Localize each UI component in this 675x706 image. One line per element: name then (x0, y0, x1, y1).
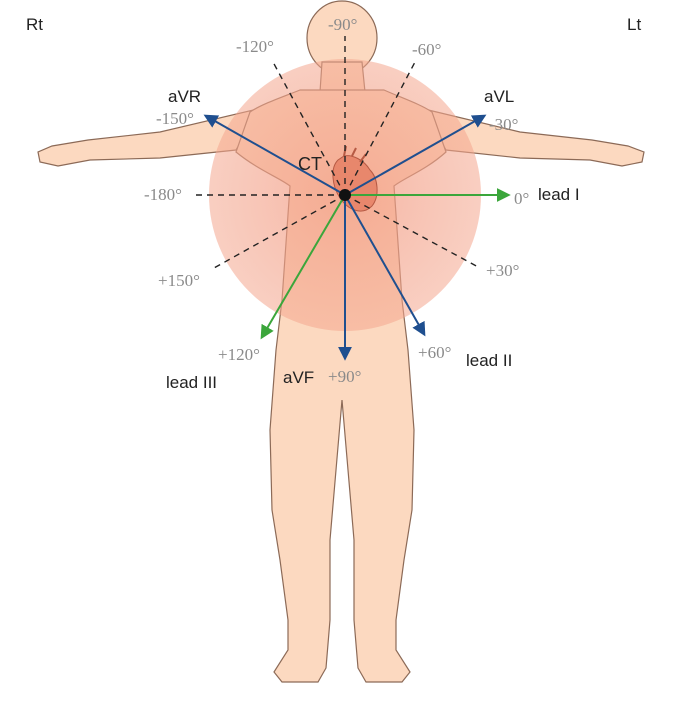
lead-avr-arrow (203, 114, 346, 196)
ct-label: CT (298, 154, 322, 174)
axis-plus-150 (213, 194, 346, 269)
lead-avf-label: aVF (283, 368, 314, 387)
axis-minus-60 (344, 61, 416, 196)
angle-minus-150: -150° (156, 109, 194, 128)
angle-zero: 0° (514, 189, 529, 208)
lead-ii-label: lead II (466, 351, 512, 370)
lead-iii-label: lead III (166, 373, 217, 392)
angle-plus-60: +60° (418, 343, 451, 362)
center-point (339, 189, 351, 201)
lead-avl-arrow (344, 114, 487, 196)
angle-minus-60: -60° (412, 40, 441, 59)
lt-label: Lt (627, 15, 641, 34)
lead-iii-arrow (260, 194, 346, 340)
angle-minus-120: -120° (236, 37, 274, 56)
angle-minus-90: -90° (328, 15, 357, 34)
angle-plus-90: +90° (328, 367, 361, 386)
angle-minus-30: -30° (489, 115, 518, 134)
angle-plus-150: +150° (158, 271, 200, 290)
angle-plus-120: +120° (218, 345, 260, 364)
lead-ii-arrow (344, 194, 426, 337)
angle-minus-180: -180° (144, 185, 182, 204)
angle-plus-30: +30° (486, 261, 519, 280)
rt-label: Rt (26, 15, 43, 34)
lead-vectors (203, 114, 511, 361)
axis-minus-120 (272, 61, 346, 196)
lead-avl-label: aVL (484, 87, 514, 106)
lead-i-label: lead I (538, 185, 580, 204)
dashed-axes (196, 36, 481, 269)
lead-avr-label: aVR (168, 87, 201, 106)
axis-plus-30 (344, 194, 481, 269)
